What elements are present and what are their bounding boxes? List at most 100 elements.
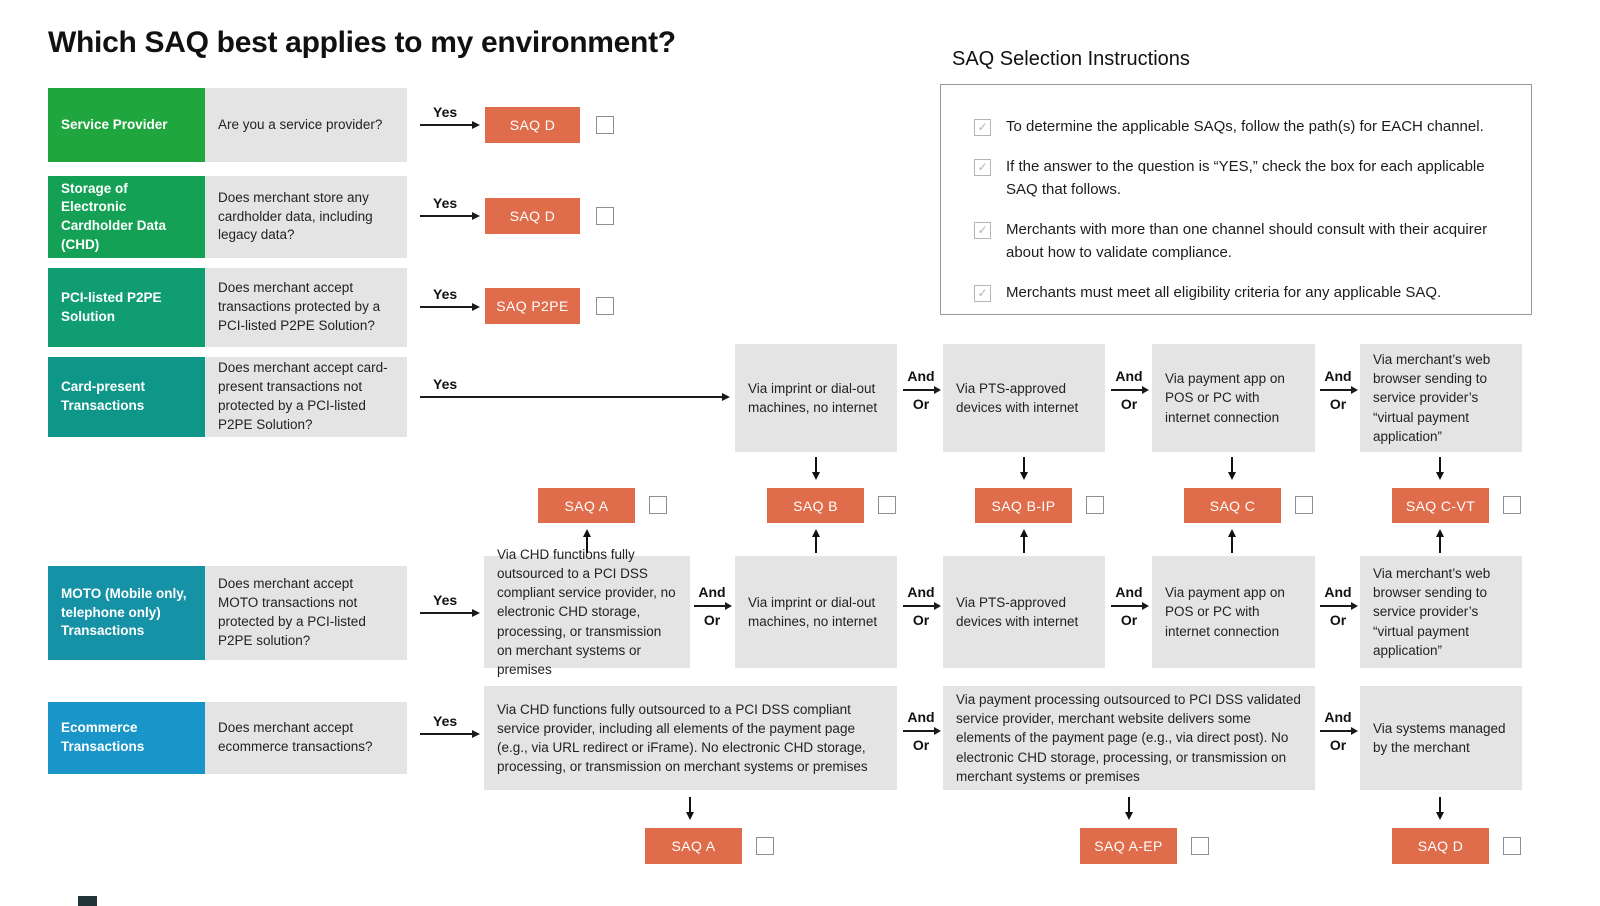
instructions-heading: SAQ Selection Instructions — [952, 48, 1190, 70]
and-label: And — [1115, 368, 1143, 384]
down-arrow — [1023, 457, 1025, 473]
up-arrow — [586, 536, 588, 553]
and-label: And — [1324, 368, 1352, 384]
channel-row-chd-storage: Storage of Electronic Cardholder Data (C… — [48, 176, 407, 258]
instruction-item: ✓ To determine the applicable SAQs, foll… — [974, 116, 1495, 139]
up-arrow — [1023, 536, 1025, 553]
and-or-connector: And Or — [900, 368, 942, 412]
right-arrow — [903, 730, 939, 732]
right-arrow — [420, 733, 478, 735]
or-label: Or — [912, 736, 930, 753]
saq-checkbox-a-ecom[interactable] — [756, 837, 774, 855]
saq-box-service-provider-d: SAQ D — [485, 107, 580, 143]
yes-label: Yes — [433, 376, 458, 392]
saq-checkbox-d-ecom[interactable] — [1503, 837, 1521, 855]
channel-question-p2pe: Does merchant accept transactions protec… — [205, 268, 407, 347]
saq-box-b-ip: SAQ B-IP — [975, 488, 1072, 523]
saq-box-b: SAQ B — [767, 488, 864, 523]
option-box-ecom-direct-post: Via payment processing outsourced to PCI… — [943, 686, 1315, 790]
option-box-cp-payment-app: Via payment app on POS or PC with intern… — [1152, 344, 1315, 452]
saq-box-a-ecom: SAQ A — [645, 828, 742, 864]
saq-checkbox-c-vt[interactable] — [1503, 496, 1521, 514]
channel-label-chd-storage: Storage of Electronic Cardholder Data (C… — [48, 176, 205, 258]
right-arrow — [694, 605, 730, 607]
option-box-moto-outsourced: Via CHD functions fully outsourced to a … — [484, 547, 690, 677]
and-or-connector: And Or — [1317, 709, 1359, 753]
instruction-item: ✓ Merchants with more than one channel s… — [974, 219, 1495, 265]
saq-checkbox-b-ip[interactable] — [1086, 496, 1104, 514]
option-box-ecom-outsourced: Via CHD functions fully outsourced to a … — [484, 686, 897, 790]
page-title: Which SAQ best applies to my environment… — [48, 26, 676, 59]
saq-box-chd-d: SAQ D — [485, 198, 580, 234]
channel-question-card-present: Does merchant accept card-present transa… — [205, 357, 407, 437]
and-label: And — [907, 709, 935, 725]
right-arrow — [1111, 605, 1147, 607]
right-arrow — [903, 389, 939, 391]
or-label: Or — [912, 395, 930, 412]
channel-label-ecommerce: Ecommerce Transactions — [48, 702, 205, 774]
channel-question-moto: Does merchant accept MOTO transactions n… — [205, 566, 407, 660]
checked-checkbox-icon: ✓ — [974, 119, 991, 136]
up-arrow — [1231, 536, 1233, 553]
or-label: Or — [1329, 611, 1347, 628]
instruction-text: Merchants with more than one channel sho… — [1006, 220, 1488, 261]
up-arrow — [815, 536, 817, 553]
option-box-cp-pts: Via PTS-approved devices with internet — [943, 344, 1105, 452]
right-arrow — [903, 605, 939, 607]
saq-checkbox-a-ep[interactable] — [1191, 837, 1209, 855]
instruction-text: If the answer to the question is “YES,” … — [1006, 157, 1485, 198]
or-label: Or — [1120, 611, 1138, 628]
saq-checkbox-service-provider-d[interactable] — [596, 116, 614, 134]
yes-label: Yes — [433, 195, 458, 211]
yes-label: Yes — [433, 713, 458, 729]
down-arrow — [815, 457, 817, 473]
saq-checkbox-a[interactable] — [649, 496, 667, 514]
instruction-item: ✓ Merchants must meet all eligibility cr… — [974, 282, 1495, 305]
saq-checkbox-p2pe[interactable] — [596, 297, 614, 315]
right-arrow — [1320, 389, 1356, 391]
channel-label-moto: MOTO (Mobile only, telephone only) Trans… — [48, 566, 205, 660]
channel-question-ecommerce: Does merchant accept ecommerce transacti… — [205, 702, 407, 774]
option-box-cp-imprint: Via imprint or dial-out machines, no int… — [735, 344, 897, 452]
right-arrow — [420, 396, 728, 398]
right-arrow — [420, 612, 478, 614]
channel-row-ecommerce: Ecommerce Transactions Does merchant acc… — [48, 702, 407, 774]
or-label: Or — [912, 611, 930, 628]
channel-row-card-present: Card-present Transactions Does merchant … — [48, 357, 407, 437]
down-arrow — [689, 797, 691, 813]
and-or-connector: And Or — [1108, 584, 1150, 628]
option-box-moto-web-browser: Via merchant’s web browser sending to se… — [1360, 556, 1522, 668]
instructions-box: ✓ To determine the applicable SAQs, foll… — [940, 84, 1532, 315]
channel-label-card-present: Card-present Transactions — [48, 357, 205, 437]
channel-row-moto: MOTO (Mobile only, telephone only) Trans… — [48, 566, 407, 660]
saq-checkbox-chd-d[interactable] — [596, 207, 614, 225]
or-label: Or — [1120, 395, 1138, 412]
channel-question-service-provider: Are you a service provider? — [205, 88, 407, 162]
option-box-moto-pts: Via PTS-approved devices with internet — [943, 556, 1105, 668]
and-or-connector: And Or — [900, 584, 942, 628]
and-label: And — [907, 368, 935, 384]
saq-box-a-ep: SAQ A-EP — [1080, 828, 1177, 864]
channel-question-chd-storage: Does merchant store any cardholder data,… — [205, 176, 407, 258]
option-box-ecom-merchant-systems: Via systems managed by the merchant — [1360, 686, 1522, 790]
channel-row-service-provider: Service Provider Are you a service provi… — [48, 88, 407, 162]
right-arrow — [420, 306, 478, 308]
saq-box-c: SAQ C — [1184, 488, 1281, 523]
channel-row-p2pe: PCI-listed P2PE Solution Does merchant a… — [48, 268, 407, 347]
channel-label-service-provider: Service Provider — [48, 88, 205, 162]
instruction-text: Merchants must meet all eligibility crit… — [1006, 283, 1442, 301]
or-label: Or — [1329, 736, 1347, 753]
option-box-moto-imprint: Via imprint or dial-out machines, no int… — [735, 556, 897, 668]
instruction-text: To determine the applicable SAQs, follow… — [1006, 118, 1484, 135]
and-label: And — [698, 584, 726, 600]
right-arrow — [420, 124, 478, 126]
and-or-connector: And Or — [691, 584, 733, 628]
saq-box-p2pe: SAQ P2PE — [485, 288, 580, 324]
saq-checkbox-b[interactable] — [878, 496, 896, 514]
saq-checkbox-c[interactable] — [1295, 496, 1313, 514]
and-label: And — [907, 584, 935, 600]
yes-label: Yes — [433, 104, 458, 120]
and-label: And — [1324, 584, 1352, 600]
and-or-connector: And Or — [1317, 368, 1359, 412]
